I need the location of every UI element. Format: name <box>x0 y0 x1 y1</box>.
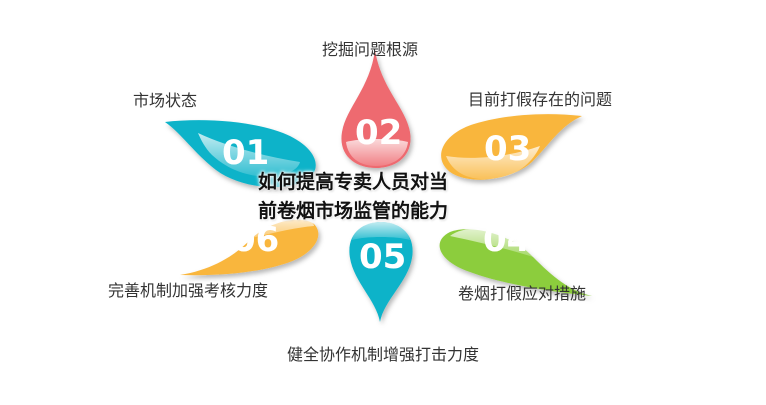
petal-01-highlight <box>198 133 300 177</box>
petal-04: 04 <box>439 220 592 296</box>
petal-03: 03 <box>441 114 582 180</box>
petal-06: 06 <box>180 218 319 276</box>
petal-06-highlight <box>224 218 314 244</box>
petal-04-highlight <box>450 228 548 262</box>
petal-06-shape <box>180 219 319 276</box>
center-title-line-2: 前卷烟市场监管的能力 <box>258 200 449 222</box>
petal-03-label: 目前打假存在的问题 <box>468 90 613 109</box>
petal-01: 01 <box>165 120 316 188</box>
center-title: 如何提高专卖人员对当 前卷烟市场监管的能力 <box>258 168 508 226</box>
petal-06-label: 完善机制加强考核力度 <box>108 281 269 300</box>
petal-02-shape <box>341 50 411 168</box>
petal-06-number: 06 <box>232 220 279 260</box>
petal-05-shape <box>349 222 413 322</box>
petal-02-highlight <box>346 139 408 166</box>
petal-05-highlight <box>352 222 410 240</box>
petal-05-number: 05 <box>359 237 406 277</box>
petal-04-shape <box>439 229 592 296</box>
petal-03-highlight <box>446 146 540 180</box>
petal-05-label: 健全协作机制增强打击力度 <box>287 345 480 364</box>
petal-02-number: 02 <box>355 113 402 153</box>
petal-05: 05 <box>349 222 413 322</box>
petal-01-label: 市场状态 <box>133 91 198 110</box>
petal-01-number: 01 <box>222 133 269 173</box>
petal-04-number: 04 <box>483 220 530 260</box>
petal-04-label: 卷烟打假应对措施 <box>458 284 587 303</box>
center-title-line-1: 如何提高专卖人员对当 <box>258 171 449 193</box>
petal-02-label: 挖掘问题根源 <box>322 40 419 59</box>
petal-02: 02 <box>341 50 411 168</box>
petal-03-number: 03 <box>484 129 531 169</box>
